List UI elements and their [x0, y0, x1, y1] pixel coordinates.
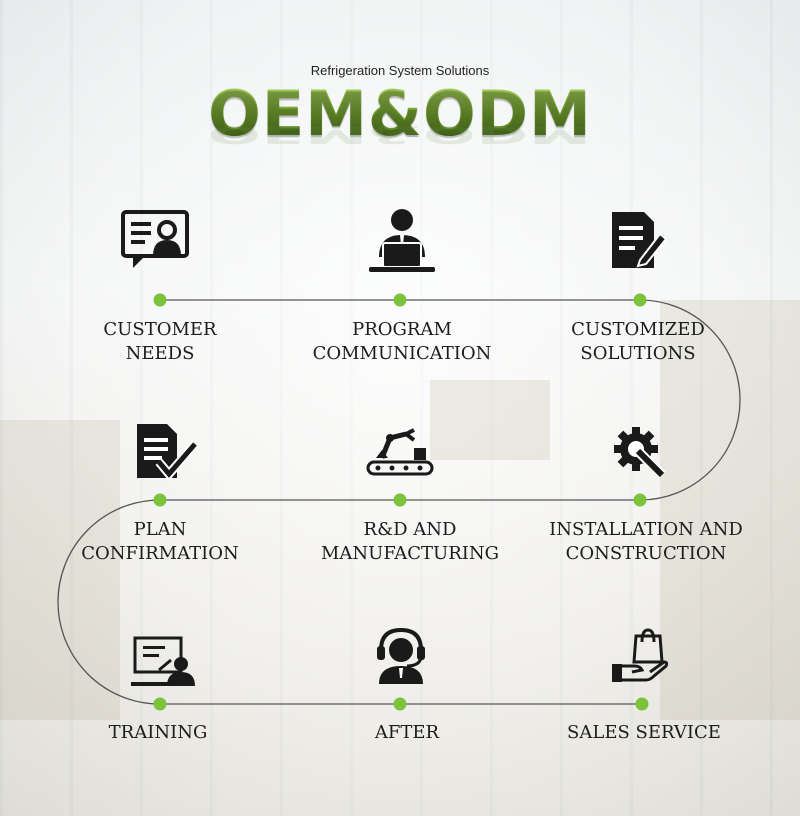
teacher-board-icon — [129, 634, 201, 692]
step-label-program-communication: PROGRAM COMMUNICATION — [313, 318, 492, 366]
document-check-icon — [133, 422, 199, 486]
step-label-line1: AFTER — [374, 722, 440, 743]
step-label-line1: PROGRAM — [352, 319, 452, 340]
step-label-line1: TRAINING — [108, 722, 208, 743]
step-label-customized-solutions: CUSTOMIZED SOLUTIONS — [571, 318, 705, 366]
gear-wrench-icon — [612, 425, 668, 485]
step-label-training: TRAINING — [109, 721, 208, 745]
document-edit-icon — [608, 210, 668, 276]
step-label-line1: INSTALLATION AND — [549, 519, 743, 540]
robot-conveyor-icon — [366, 428, 434, 482]
step-dot-5 — [393, 493, 407, 507]
person-laptop-icon — [367, 205, 437, 279]
customer-id-icon — [119, 208, 191, 276]
subtitle: Refrigeration System Solutions — [310, 63, 490, 78]
step-label-line1: CUSTOMIZED — [571, 319, 705, 340]
step-label-line2: MANUFACTURING — [320, 543, 500, 564]
step-label-line1: SALES SERVICE — [567, 722, 721, 743]
step-label-line2: COMMUNICATION — [312, 343, 492, 364]
step-label-after: AFTER — [375, 721, 439, 745]
step-label-line2: CONFIRMATION — [81, 543, 239, 564]
step-dot-2 — [393, 293, 407, 307]
step-dot-7 — [153, 697, 167, 711]
step-label-rd-manufacturing: R&D AND MANUFACTURING — [321, 518, 499, 566]
step-dot-1 — [153, 293, 167, 307]
step-label-line2: NEEDS — [125, 343, 195, 364]
step-label-line2: CONSTRUCTION — [565, 543, 727, 564]
step-label-customer-needs: CUSTOMER NEEDS — [103, 318, 216, 366]
hand-bag-icon — [610, 628, 670, 688]
headset-agent-icon — [371, 624, 431, 688]
step-label-line1: PLAN — [133, 519, 187, 540]
step-label-line1: CUSTOMER — [103, 319, 217, 340]
step-label-line1: R&D AND — [363, 519, 457, 540]
step-label-sales-service: SALES SERVICE — [567, 721, 721, 745]
step-dot-8 — [393, 697, 407, 711]
step-dot-6 — [633, 493, 647, 507]
page-title: OEM&ODM — [0, 78, 800, 150]
step-label-plan-confirmation: PLAN CONFIRMATION — [81, 518, 239, 566]
step-dot-9 — [635, 697, 649, 711]
step-dot-3 — [633, 293, 647, 307]
step-label-installation-construction: INSTALLATION AND CONSTRUCTION — [549, 518, 743, 566]
step-label-line2: SOLUTIONS — [580, 343, 696, 364]
step-dot-4 — [153, 493, 167, 507]
